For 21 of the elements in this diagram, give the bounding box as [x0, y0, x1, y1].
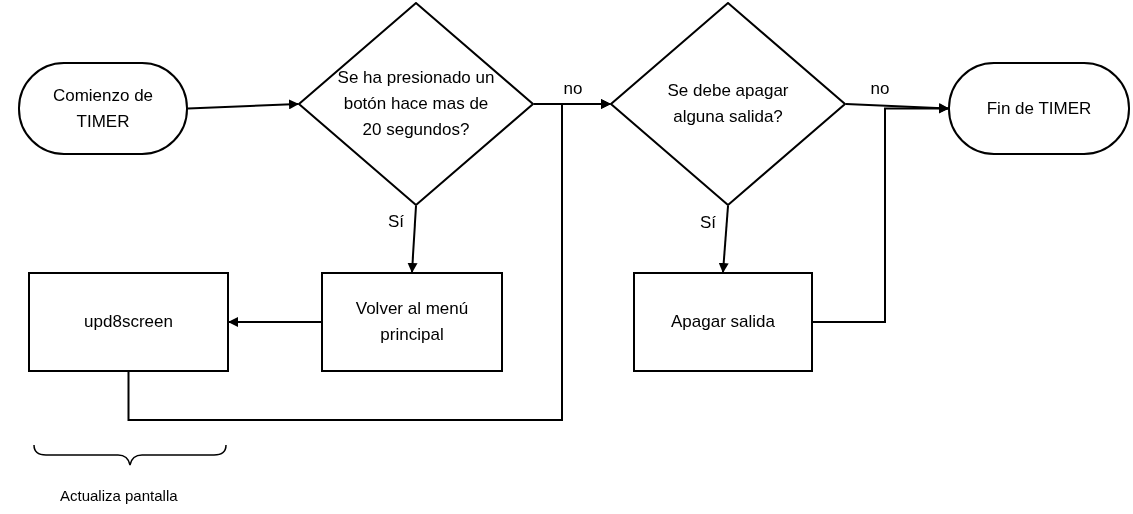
arrow — [228, 317, 322, 327]
arrow — [718, 205, 729, 273]
edge-label: Sí — [385, 212, 407, 230]
node-text: Volver al menú principal — [354, 298, 470, 346]
node-text: upd8screen — [83, 311, 174, 333]
node-text: Fin de TIMER — [985, 97, 1093, 120]
annotation-text: Actualiza pantalla — [60, 486, 178, 506]
arrow — [127, 99, 611, 421]
decision-diamond — [298, 2, 534, 206]
arrow — [407, 205, 418, 273]
arrow — [187, 99, 299, 110]
edge-label: Sí — [697, 213, 719, 231]
process-box — [28, 272, 229, 372]
process-box — [633, 272, 813, 372]
node-text: Se debe apagar alguna salida? — [666, 80, 790, 128]
node-text: Se ha presionado un botón hace mas de 20 segundos? — [336, 67, 496, 141]
process-box — [321, 272, 503, 372]
decision-diamond — [610, 2, 846, 206]
node-text: Comienzo de TIMER — [51, 84, 155, 133]
node-text: Apagar salida — [670, 311, 776, 333]
arrow — [812, 103, 949, 323]
